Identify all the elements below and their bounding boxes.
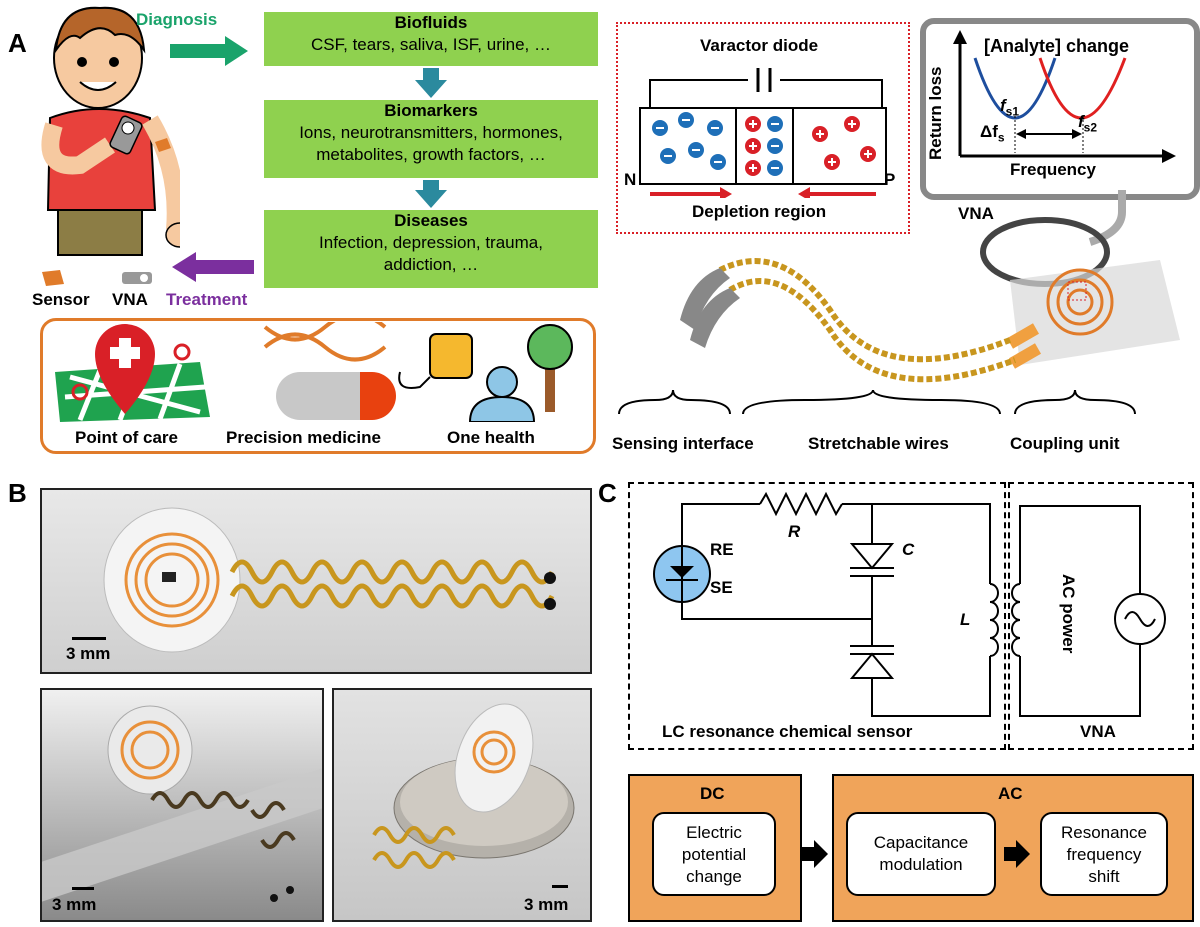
lc-sensor-label: LC resonance chemical sensor xyxy=(662,722,913,741)
vna-screen xyxy=(920,18,1200,200)
circuit-diagram xyxy=(653,491,1166,717)
stretchable-wires-label: Stretchable wires xyxy=(808,434,949,453)
vna-plot-title: [Analyte] change xyxy=(984,36,1130,56)
scale-text-2: 3 mm xyxy=(52,895,97,914)
varactor-diagram xyxy=(639,68,887,198)
flat-device-drawing xyxy=(103,507,556,653)
diseases-line1: Infection, depression, trauma, xyxy=(319,233,543,252)
diseases-box: Diseases Infection, depression, trauma, … xyxy=(264,210,598,288)
vna-circuit-label: VNA xyxy=(1080,722,1116,741)
coupling-unit-label: Coupling unit xyxy=(1010,434,1120,453)
person-illustration xyxy=(41,6,180,256)
sensor-label: Sensor xyxy=(32,290,90,309)
coin-device-drawing xyxy=(372,703,575,869)
biomarkers-title: Biomarkers xyxy=(384,101,478,120)
biofluids-body: CSF, tears, saliva, ISF, urine, … xyxy=(311,35,551,54)
app-point-of-care: Point of care xyxy=(75,428,178,447)
treatment-label: Treatment xyxy=(166,290,248,309)
photo-flat-device xyxy=(40,488,592,674)
applications-box xyxy=(40,318,596,454)
photo-coin-device xyxy=(332,688,592,922)
app-precision-medicine: Precision medicine xyxy=(226,428,381,447)
electric-potential-box: Electric potential change xyxy=(652,812,776,896)
down-arrow-2 xyxy=(415,180,447,208)
scalebar-1 xyxy=(72,637,106,640)
se-label: SE xyxy=(710,578,733,597)
sensor-vna-icons xyxy=(42,270,152,286)
applications-icons xyxy=(55,322,573,422)
vna-label: VNA xyxy=(958,204,994,223)
ac-power-label: AC power xyxy=(1059,574,1078,654)
treatment-arrow xyxy=(172,252,254,282)
sensor-circuit-box xyxy=(628,482,1006,750)
c-label: C xyxy=(902,540,915,559)
photo-rod-device xyxy=(40,688,324,922)
varactor-title: Varactor diode xyxy=(700,36,819,55)
scalebar-3 xyxy=(552,885,568,888)
panel-a-label: A xyxy=(8,28,27,58)
delta-fs-label: Δfs xyxy=(980,122,1005,145)
scale-text-3: 3 mm xyxy=(524,895,569,914)
dc-label: DC xyxy=(700,784,725,803)
diagnosis-label: Diagnosis xyxy=(136,10,218,29)
fs1-label: fs1 xyxy=(1000,96,1020,119)
varactor-p: P xyxy=(884,170,896,189)
panel-b-label: B xyxy=(8,478,27,508)
device-illustration xyxy=(680,190,1180,383)
depletion-region-label: Depletion region xyxy=(692,202,827,221)
resonance-box: Resonance frequency shift xyxy=(1040,812,1168,896)
diseases-line2: addiction, … xyxy=(383,255,479,274)
l-label: L xyxy=(960,610,971,629)
varactor-box xyxy=(616,22,910,234)
diseases-title: Diseases xyxy=(394,211,468,230)
diagnosis-arrow xyxy=(170,36,248,66)
biomarkers-line2: metabolites, growth factors, … xyxy=(316,145,546,164)
biomarkers-line1: Ions, neurotransmitters, hormones, xyxy=(299,123,563,142)
re-label: RE xyxy=(710,540,734,559)
ac-label: AC xyxy=(998,784,1023,803)
biofluids-box: Biofluids CSF, tears, saliva, ISF, urine… xyxy=(264,12,598,66)
r-label: R xyxy=(788,522,801,541)
biofluids-title: Biofluids xyxy=(394,13,468,32)
capacitance-box: Capacitance modulation xyxy=(846,812,996,896)
vna-circuit-box xyxy=(1008,482,1194,750)
vna-plot xyxy=(953,30,1176,163)
flow-arrow-1 xyxy=(802,840,828,868)
sensing-interface-label: Sensing interface xyxy=(612,434,754,453)
panel-c-label: C xyxy=(598,478,617,508)
scalebar-2 xyxy=(72,887,94,890)
device-brackets xyxy=(618,389,1136,415)
app-one-health: One health xyxy=(447,428,535,447)
rod-device-drawing xyxy=(42,705,322,902)
down-arrow-1 xyxy=(415,68,447,98)
biomarkers-box: Biomarkers Ions, neurotransmitters, horm… xyxy=(264,100,598,178)
fs2-label: fs2 xyxy=(1078,112,1098,135)
scale-text-1: 3 mm xyxy=(66,644,111,663)
vna-plot-ylabel: Return loss xyxy=(926,66,945,160)
vna-plot-xlabel: Frequency xyxy=(1010,160,1096,179)
varactor-n: N xyxy=(624,170,637,189)
vna-small-label: VNA xyxy=(112,290,148,309)
flow-arrow-2 xyxy=(1004,840,1030,868)
